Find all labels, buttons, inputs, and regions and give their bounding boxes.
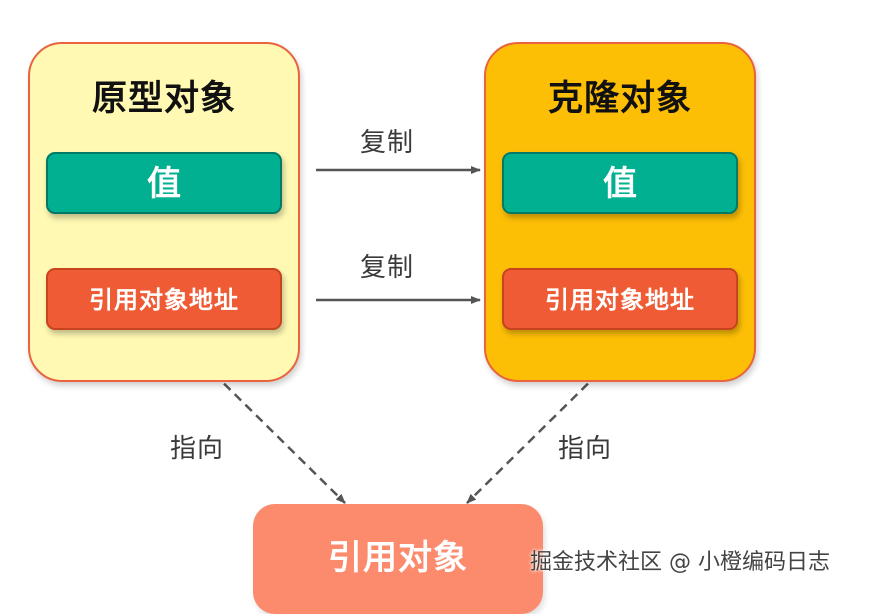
clone-object-box: 克隆对象 值 引用对象地址 [484,42,756,382]
copy-value-label: 复制 [360,128,415,158]
clone-title: 克隆对象 [547,79,692,119]
clone-value-pill: 值 [502,152,738,214]
point-left-label: 指向 [170,434,225,464]
referenced-object-box: 引用对象 [253,504,543,614]
point-right-label: 指向 [558,434,613,464]
prototype-value-pill: 值 [46,152,282,214]
watermark: 掘金技术社区 @ 小橙编码日志 [530,550,830,575]
clone-ref-address-pill: 引用对象地址 [502,268,738,330]
referenced-object-label: 引用对象 [328,538,468,578]
prototype-object-box: 原型对象 值 引用对象地址 [28,42,300,382]
prototype-title: 原型对象 [91,79,236,119]
prototype-ref-address-pill: 引用对象地址 [46,268,282,330]
copy-ref-label: 复制 [360,253,415,283]
